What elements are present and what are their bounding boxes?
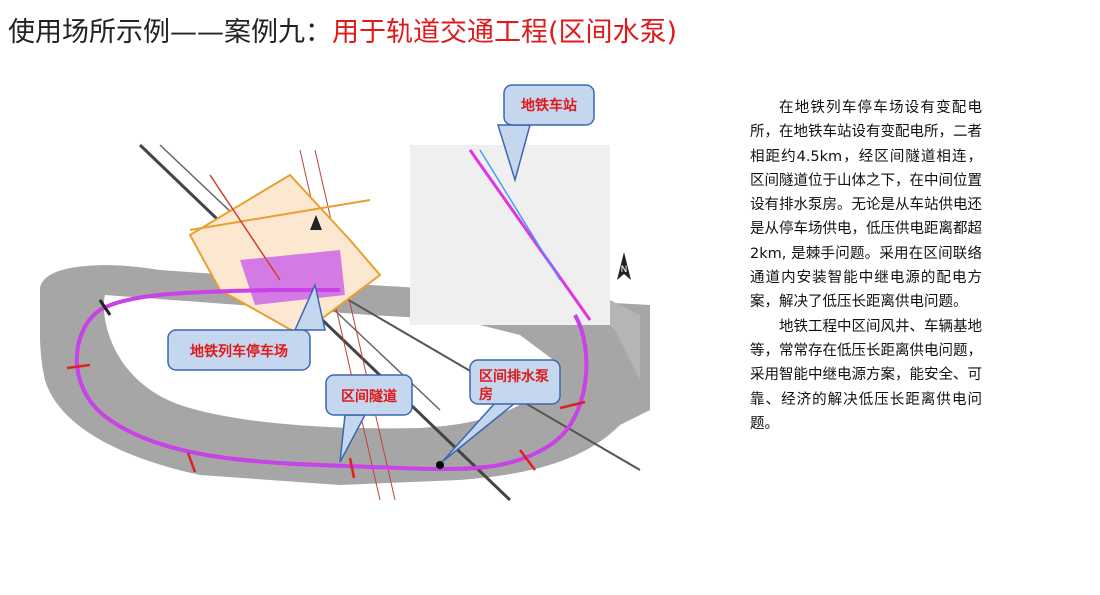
callout-pump-label: 区间排水泵房	[479, 368, 549, 403]
description-paragraph-1: 在地铁列车停车场设有变配电所，在地铁车站设有变配电所，二者相距约4.5km，经区…	[750, 100, 982, 311]
description-block: 在地铁列车停车场设有变配电所，在地铁车站设有变配电所，二者相距约4.5km，经区…	[750, 96, 982, 436]
station-track	[479, 149, 561, 281]
callout-station-label: 地铁车站	[521, 97, 577, 114]
section-marker	[559, 400, 586, 410]
callout-tunnel: 区间隧道	[325, 374, 413, 463]
callout-station: 地铁车站	[496, 84, 595, 183]
metro-route-inner	[76, 289, 587, 470]
small-north-icon	[310, 215, 322, 230]
section-marker	[519, 449, 536, 471]
depot-line	[189, 199, 371, 231]
section-marker	[98, 299, 112, 316]
terrain-inner	[103, 295, 560, 429]
section-marker	[186, 452, 197, 473]
section-marker	[66, 363, 91, 370]
callout-pump: 区间排水泵房	[441, 359, 561, 463]
station-track	[468, 149, 592, 321]
callout-depot-label: 地铁列车停车场	[190, 343, 288, 360]
north-label: N	[621, 265, 628, 275]
callout-tunnel-label: 区间隧道	[341, 388, 397, 405]
pump-room-point	[436, 461, 444, 469]
title-prefix: 使用场所示例——案例九：	[8, 17, 332, 48]
page-title: 使用场所示例——案例九：用于轨道交通工程(区间水泵)	[8, 10, 677, 49]
description-paragraph-2: 地铁工程中区间风井、车辆基地等，常常存在低压长距离供电问题，采用智能中继电源方案…	[750, 318, 982, 432]
depot-line	[209, 174, 281, 281]
section-marker	[348, 457, 356, 479]
route-map: N 地铁车站 地铁列车停车场 区间隧道 区间排水泵房	[40, 84, 650, 502]
callout-depot: 地铁列车停车场	[167, 282, 326, 371]
track-line	[314, 149, 396, 501]
track-line	[138, 143, 512, 502]
title-highlight: 用于轨道交通工程(区间水泵)	[332, 17, 678, 48]
station-area-bg	[410, 145, 610, 325]
north-arrow-icon: N	[617, 252, 631, 280]
